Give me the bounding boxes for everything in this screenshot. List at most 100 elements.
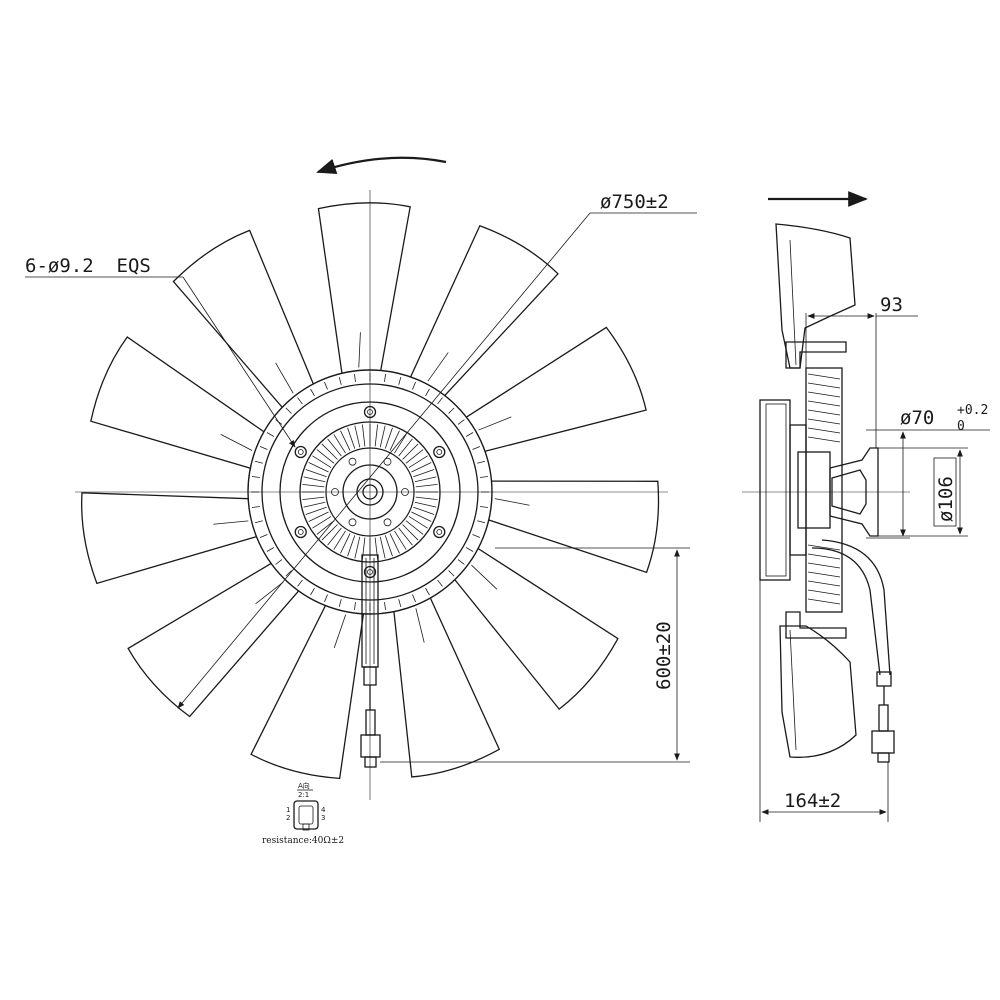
- flange-diameter-label: ø106: [935, 476, 957, 522]
- hub-bolt-hole: [348, 457, 357, 466]
- hub-fin: [379, 536, 386, 559]
- blade-rib: [275, 362, 294, 394]
- width-label: 164±2: [784, 790, 841, 812]
- ring-slot: [384, 373, 386, 383]
- hub-fin: [405, 449, 424, 464]
- hub-bolt-hole: [383, 457, 392, 466]
- clutch-fin: [807, 553, 841, 560]
- fan-blade: [447, 542, 619, 711]
- clutch-fin: [807, 580, 841, 587]
- ring-slot: [254, 520, 263, 524]
- hub-fin: [413, 506, 435, 515]
- hub-fin: [302, 496, 325, 501]
- ring-slot: [465, 432, 474, 437]
- ring-slot: [354, 601, 356, 611]
- mounting-hole-inner: [297, 449, 304, 455]
- hub-fin: [327, 438, 342, 457]
- hub-fin: [305, 469, 327, 478]
- hub-fin: [413, 469, 435, 478]
- hub-fin: [316, 449, 335, 464]
- fan-blade: [172, 229, 318, 416]
- length-label: 600±20: [653, 621, 675, 690]
- mounting-hole-inner: [436, 449, 443, 455]
- hub-fin: [398, 438, 413, 457]
- hub-fin: [354, 536, 361, 559]
- ring-slot: [251, 506, 261, 508]
- fan-blades: [81, 202, 660, 780]
- depth-dimension: 93: [805, 294, 918, 448]
- mounting-hole: [433, 525, 446, 539]
- blade-rib: [478, 416, 512, 431]
- width-dimension: 164±2: [759, 580, 889, 822]
- ring-slot: [448, 570, 455, 577]
- ring-slot: [479, 476, 489, 478]
- hub-fin: [389, 533, 400, 554]
- ring-slot: [310, 388, 315, 397]
- hub-fin: [333, 530, 346, 550]
- holes-label: 6-ø9.2 EQS: [25, 255, 151, 277]
- rotation-arrow: [316, 156, 447, 174]
- ring-slot: [297, 579, 303, 587]
- clutch-fin: [807, 544, 841, 551]
- hub-fin: [316, 520, 335, 535]
- length-dimension: 600±20: [380, 547, 690, 763]
- pilot-tolerance-upper: +0.2: [957, 403, 988, 418]
- hub-fin: [414, 476, 437, 483]
- fan-blade: [478, 480, 660, 574]
- ring-slot: [472, 446, 481, 450]
- ring-slot: [285, 570, 292, 577]
- hub-fin: [347, 427, 356, 449]
- blade-rib: [415, 608, 425, 643]
- pilot-diameter-dimension: ø70 +0.2 0: [866, 403, 990, 539]
- detail-scale-label: 2:1: [298, 791, 309, 799]
- ring-slot: [477, 520, 486, 524]
- hub-fin: [347, 535, 356, 557]
- ring-slot: [425, 587, 430, 596]
- detail-view-label: A向: [298, 781, 310, 790]
- hub-fin: [361, 424, 366, 447]
- clutch-fin: [807, 418, 841, 425]
- fan-blade: [317, 202, 411, 384]
- ring-slot: [297, 397, 303, 405]
- mounting-hole: [294, 525, 307, 539]
- hub-fin: [389, 430, 400, 451]
- clutch-fin: [807, 373, 841, 380]
- blade-rib: [333, 614, 347, 649]
- ring-slot: [412, 594, 416, 603]
- ring-slot: [338, 599, 342, 608]
- hub-fin: [384, 535, 393, 557]
- hub-fin: [308, 511, 329, 522]
- ring-slot: [472, 534, 481, 538]
- hub-fin: [402, 443, 419, 460]
- hub-fin: [379, 425, 386, 448]
- hub-fin: [340, 430, 351, 451]
- side-blade-profile: [775, 223, 856, 369]
- svg-text:3: 3: [321, 814, 325, 822]
- hub-fin: [321, 524, 338, 541]
- resistance-label: resistance:40Ω±2: [262, 836, 344, 846]
- hub-fin: [414, 501, 437, 508]
- fan-blade: [81, 492, 267, 585]
- hub-bolt-hole: [348, 518, 357, 527]
- hub-fin: [394, 434, 407, 454]
- ring-slot: [448, 407, 455, 414]
- side-view: 93 ø70 +0.2 0 ø106 164±2: [742, 191, 990, 822]
- wire-harness: [360, 554, 381, 768]
- hub-fin: [408, 516, 428, 529]
- diameter-leader-line: [177, 212, 591, 709]
- mounting-hole: [433, 445, 446, 459]
- hub-fin: [402, 524, 419, 541]
- clutch-fin: [807, 571, 841, 578]
- hub-fin: [415, 483, 438, 488]
- hub-fin: [411, 511, 432, 522]
- fan-blade: [457, 326, 647, 455]
- clutch-fins: [807, 373, 841, 605]
- ring-slots: [251, 373, 489, 611]
- ring-slot: [425, 388, 430, 397]
- ring-slot: [354, 373, 356, 383]
- hub-fins: [302, 424, 438, 560]
- hub-fin: [312, 516, 332, 529]
- hub-fin: [415, 496, 438, 501]
- clutch-fin: [807, 427, 841, 434]
- hub-fin: [384, 427, 393, 449]
